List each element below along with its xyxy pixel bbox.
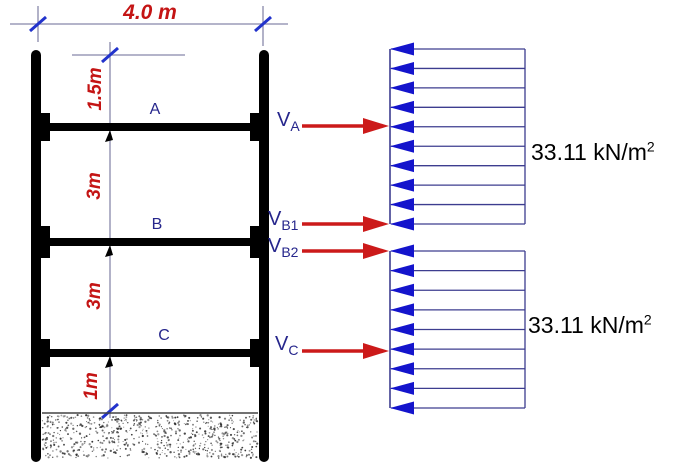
- strut-label-a: A: [149, 101, 161, 118]
- force-label-va: VA: [277, 109, 300, 134]
- pressure-value-upper: 33.11 kN/m2: [531, 139, 655, 166]
- depth-dimension-label-1m: 1m: [81, 372, 102, 400]
- right-retaining-wall: [259, 50, 269, 462]
- force-vb2-subscript: B2: [281, 244, 299, 260]
- dimension-tick-marks: [29, 15, 272, 420]
- depth-dimension-label-3m-upper: 3m: [84, 172, 105, 200]
- pressure-upper-text: 33.11 kN/m: [531, 139, 647, 165]
- depth-dimension-label-1-5m: 1.5m: [85, 67, 106, 111]
- force-label-vb2: VB2: [268, 235, 299, 260]
- depth-dimension-label-3m-lower: 3m: [84, 282, 105, 310]
- pressure-upper-superscript: 2: [646, 138, 655, 155]
- pressure-value-lower: 33.11 kN/m2: [528, 312, 652, 339]
- force-vc-symbol: V: [275, 333, 289, 355]
- pressure-lower-superscript: 2: [643, 311, 652, 328]
- left-retaining-wall: [31, 50, 41, 462]
- force-vb1-subscript: B1: [281, 217, 299, 233]
- dimension-arrowheads: [105, 130, 113, 368]
- pressure-lower-text: 33.11 kN/m: [528, 312, 644, 338]
- force-va-subscript: A: [290, 118, 300, 134]
- pressure-diagrams: [389, 42, 526, 415]
- force-label-vc: VC: [275, 333, 299, 358]
- force-va-symbol: V: [277, 109, 291, 131]
- force-vb1-symbol: V: [268, 208, 282, 230]
- force-vc-subscript: C: [288, 342, 299, 358]
- strut-c-member: [41, 339, 259, 367]
- strut-label-c: C: [158, 327, 170, 344]
- force-label-vb1: VB1: [268, 208, 299, 233]
- soil-stipple: [41, 413, 259, 459]
- strut-b-member: [41, 226, 259, 258]
- width-dimension-label: 4.0 m: [123, 1, 177, 24]
- strut-label-b: B: [151, 216, 163, 233]
- force-vb2-symbol: V: [268, 235, 282, 257]
- strut-a-member: [41, 113, 259, 141]
- force-arrows: [302, 118, 389, 359]
